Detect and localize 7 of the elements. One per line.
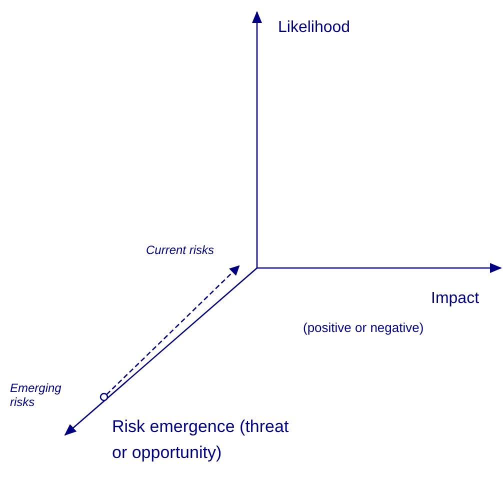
axis-label: Likelihood xyxy=(278,18,350,38)
arrow-caption: Current risks xyxy=(146,243,240,258)
marker-caption: Emerging risks xyxy=(10,381,62,410)
small-circle-marker xyxy=(100,392,108,402)
axis-note: (positive or negative) xyxy=(303,320,424,336)
axis-label: Risk emergence (threat or opportunity) xyxy=(112,416,290,464)
axis-label: Impact xyxy=(431,289,480,308)
